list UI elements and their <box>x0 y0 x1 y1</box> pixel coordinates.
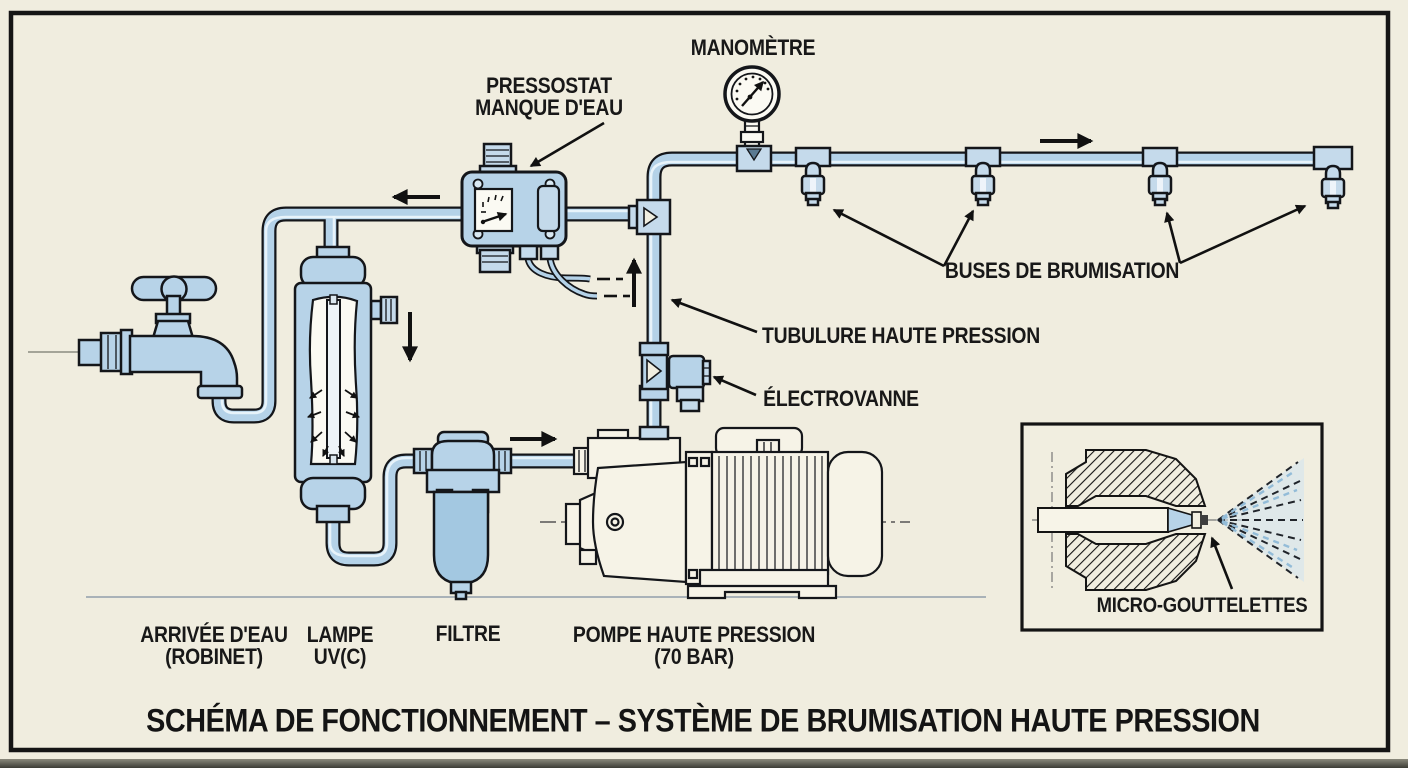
high-pressure-pump <box>540 426 910 600</box>
label-pompe-line1: POMPE HAUTE PRESSION <box>572 622 816 647</box>
pressostat-dial <box>473 187 514 233</box>
callout-arrows <box>529 121 1307 397</box>
inset-spray-rays-light <box>1221 469 1298 571</box>
poster-title: SCHÉMA DE FONCTIONNEMENT – SYSTÈME DE BR… <box>146 702 1260 739</box>
pressostat-gland-1 <box>518 244 539 261</box>
tee-fitting-pressostat-line <box>627 198 672 236</box>
label-lampe-line1: LAMPE <box>306 622 374 647</box>
inset-orifice-pin <box>1201 515 1208 525</box>
inset-casing-lower <box>1065 533 1207 591</box>
uv-bottom-collar <box>315 504 351 524</box>
label-pompe-line2: (70 BAR) <box>654 644 734 669</box>
inset-channel <box>1037 507 1169 533</box>
gauge-needle <box>741 80 764 107</box>
filter-head <box>430 439 496 475</box>
arrow-electrovanne <box>712 375 757 397</box>
label-micro-gouttelettes: MICRO-GOUTTELETTES <box>1096 594 1308 617</box>
pump-motor-fins <box>718 456 823 570</box>
tap-outlet-flange <box>196 384 244 400</box>
pump-base-plate <box>686 584 838 600</box>
pressostat-needle <box>481 212 508 224</box>
label-buses: BUSES DE BRUMISATION <box>944 258 1180 283</box>
pressostat-bottom-port <box>478 248 512 274</box>
arrow-buse-4 <box>1179 204 1307 265</box>
uv-lamp <box>293 245 399 524</box>
pump-end-cap <box>826 450 884 578</box>
uv-tube <box>326 299 341 459</box>
valve-connector-tip <box>679 398 701 413</box>
flow-arrows <box>391 133 1094 447</box>
arrow-tubulure <box>670 298 758 334</box>
gauge-tee-notch <box>745 148 763 162</box>
inset-casing-upper <box>1065 449 1207 507</box>
gauge-dial-ring <box>730 72 774 116</box>
label-pressostat-line2: MANQUE D'EAU <box>475 95 623 120</box>
valve-coil-ribs <box>701 359 712 386</box>
label-tubulure: TUBULURE HAUTE PRESSION <box>762 323 1040 348</box>
label-arrivee-line1: ARRIVÉE D'EAU <box>140 622 288 647</box>
mist-nozzle-2 <box>964 146 1002 207</box>
arrow-micro-gouttelettes <box>1210 536 1234 590</box>
uv-side-port <box>369 299 383 321</box>
valve-lower-flange <box>638 425 670 441</box>
valve-notch <box>646 358 663 384</box>
label-pressostat: PRESSOSTAT MANQUE D'EAU <box>475 75 623 119</box>
filter-collar <box>425 468 501 494</box>
pump-base <box>698 568 830 589</box>
gauge-stem-collar <box>739 130 765 144</box>
label-arrivee-line2: (ROBINET) <box>165 644 263 669</box>
gauge-ticks <box>735 75 770 101</box>
mist-nozzle-1 <box>794 146 832 207</box>
label-arrivee: ARRIVÉE D'EAU (ROBINET) <box>140 622 288 669</box>
pressostat-side-panel <box>536 184 561 233</box>
uv-rays <box>306 389 361 457</box>
pressure-switch <box>460 142 630 300</box>
label-filtre: FILTRE <box>435 621 501 646</box>
pressostat-dial-marks <box>481 194 504 213</box>
inset-spray-rays <box>1217 461 1303 579</box>
cable-continuation-dashes <box>597 277 630 298</box>
filter-bowl <box>432 490 490 585</box>
solenoid-valve <box>638 341 712 441</box>
pressure-gauge <box>723 65 781 173</box>
pump-front-foot <box>578 548 598 566</box>
label-pressostat-line1: PRESSOSTAT <box>486 73 612 98</box>
valve-coil-box <box>667 354 706 390</box>
pump-volute <box>591 460 688 584</box>
valve-hexnut-top <box>638 341 670 357</box>
inset-orifice-holder <box>1191 511 1202 529</box>
scan-edge-strip <box>0 759 1408 768</box>
pressostat-gland-2 <box>539 244 560 261</box>
uv-bottom-cap <box>299 476 367 511</box>
label-manometre: MANOMÈTRE <box>690 35 816 60</box>
mist-nozzle-4 <box>1312 145 1354 210</box>
arrow-buse-1 <box>832 208 945 268</box>
arrow-pressostat <box>529 121 605 168</box>
pump-motor-body <box>710 450 830 576</box>
pipes <box>211 151 1350 567</box>
water-tap <box>77 275 244 400</box>
filter-drain-tip <box>454 590 468 601</box>
tap-inlet-hexnut <box>99 331 125 373</box>
water-filter <box>412 430 513 601</box>
label-pompe: POMPE HAUTE PRESSION (70 BAR) <box>573 624 815 668</box>
label-electrovanne: ÉLECTROVANNE <box>763 386 919 411</box>
label-lampe-line2: UV(C) <box>313 644 367 669</box>
label-lampe: LAMPE UV(C) <box>306 622 374 669</box>
arrow-buse-2 <box>942 209 975 267</box>
arrow-buse-3 <box>1164 211 1182 264</box>
pump-flange-plate <box>684 450 714 586</box>
uv-side-port-thread <box>379 295 399 325</box>
nozzle-inset <box>1020 422 1324 632</box>
mist-nozzle-3 <box>1141 146 1179 207</box>
